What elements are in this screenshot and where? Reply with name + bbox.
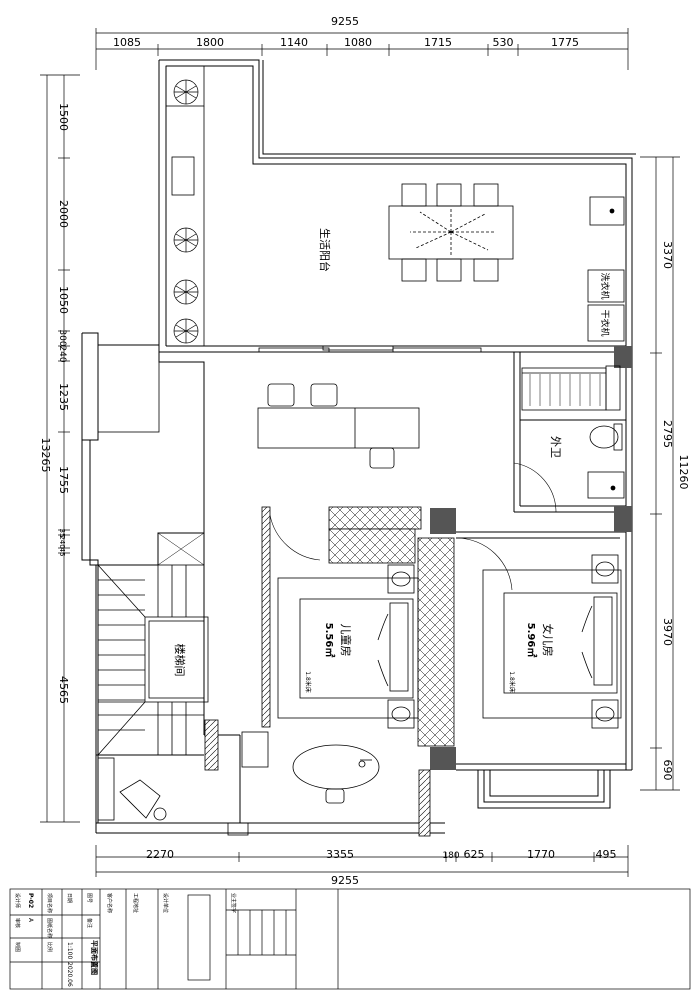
dim-left-total: 13265 (39, 438, 52, 473)
room-label-daughter: 女儿房 (541, 624, 555, 657)
dimension-left-text: 1500 2000 1050 300 240 1235 1755 35 240 … (39, 103, 70, 704)
plan-label: 工程地址 (132, 893, 139, 913)
sheet-number: P-02 (27, 893, 34, 908)
plan-label: 690 (661, 760, 674, 781)
bed-size-daughter: 1.8米床 (508, 671, 516, 693)
plan-label: 3370 (661, 241, 674, 269)
dim-top-total: 9255 (331, 15, 359, 28)
dimension-top-text: 9255 1085 1800 1140 1080 1715 530 1775 (113, 15, 579, 49)
plan-label: 设计师 (14, 893, 21, 908)
oval-desk (241, 731, 380, 804)
dim-right-total: 11260 (677, 455, 690, 490)
study-corner (97, 757, 249, 836)
dimension-right (640, 156, 680, 791)
plan-label: 设计单位 (162, 893, 169, 913)
date-value: 2020.06 (66, 962, 73, 987)
plan-label: 制图 (14, 942, 21, 952)
plan-label: 180 (442, 851, 459, 861)
dimension-top (95, 28, 629, 70)
bed-size-child: 1.8米床 (304, 671, 312, 693)
drawing-title: 平面布置图 (90, 940, 99, 975)
plan-label: 1085 (113, 36, 141, 49)
plan-label: 比例 (46, 942, 53, 952)
plan-label: 日期 (66, 893, 72, 903)
plan-label: 2270 (146, 848, 174, 861)
plant-icons (173, 79, 199, 344)
hatched-walls (204, 506, 455, 837)
plan-label: 业主签字 (230, 893, 237, 913)
plan-label: 1140 (280, 36, 308, 49)
scale-value: 1:100 (66, 942, 73, 959)
plan-label: 240 (57, 345, 67, 362)
dimension-left (40, 74, 80, 823)
washer-label: 洗衣机 (599, 272, 611, 299)
plan-label: 图号 (86, 893, 92, 903)
plan-label: 35 (58, 529, 66, 538)
island-bar (257, 383, 420, 469)
room-label-child: 儿童房 (339, 624, 353, 657)
plan-label: 备注 (86, 918, 93, 928)
dimension-bottom-text: 2270 3355 180 625 1770 495 9255 (146, 848, 617, 887)
plan-label: 项目名称 (46, 893, 53, 913)
plan-label: 1080 (344, 36, 372, 49)
plan-label: 1050 (57, 286, 70, 314)
room-area-daughter: 5.96㎡ (525, 623, 538, 658)
plan-label: 1800 (196, 36, 224, 49)
dimension-right-text: 3370 2795 3970 690 11260 (661, 241, 690, 781)
plan-label: 1500 (57, 103, 70, 131)
room-label-guest-bath: 外卫 (549, 436, 562, 458)
plan-label: 客户名称 (106, 893, 113, 913)
title-block (9, 888, 691, 990)
daughter-room-furniture (457, 537, 622, 729)
dim-bottom-total: 9255 (331, 874, 359, 887)
plan-label: 45 (58, 548, 66, 557)
plan-label: 1235 (57, 383, 70, 411)
stairwell (97, 532, 209, 756)
child-room-furniture (269, 514, 419, 729)
plan-label: 2795 (661, 420, 674, 448)
plan-label: 1770 (527, 848, 555, 861)
dryer-label: 干衣机 (599, 309, 611, 336)
plan-label: 2000 (57, 200, 70, 228)
room-label-stairwell: 楼梯间 (173, 644, 187, 677)
plan-label: 530 (493, 36, 514, 49)
storage-block (97, 344, 160, 433)
plan-label: 1715 (424, 36, 452, 49)
dining-table (388, 183, 514, 282)
plan-label: 625 (464, 848, 485, 861)
walls (81, 59, 636, 834)
plan-label: 3355 (326, 848, 354, 861)
guest-bathroom (513, 365, 625, 513)
plan-label: 4565 (57, 676, 70, 704)
title-block-text: 设计师 审核 制图 P-02 A 项目名称 图纸名称 比例 日期 1:100 2… (14, 893, 237, 987)
revision: A (27, 918, 34, 923)
plan-label: 3970 (661, 618, 674, 646)
dimension-bottom (95, 845, 629, 877)
balcony-sliding-door (258, 345, 482, 353)
laundry-fixtures (587, 196, 625, 342)
room-label-balcony: 生活阳台 (318, 228, 332, 272)
plan-label: 495 (596, 848, 617, 861)
plan-label: 300 (57, 329, 67, 346)
balcony-planters (165, 65, 205, 346)
room-area-child: 5.56㎡ (323, 623, 336, 658)
plan-label: 1775 (551, 36, 579, 49)
structural-columns (430, 346, 632, 770)
plan-label: 240 (58, 535, 66, 548)
plan-label: 1755 (57, 466, 70, 494)
plan-label: 图纸名称 (46, 918, 53, 938)
plan-label: 审核 (14, 918, 21, 928)
